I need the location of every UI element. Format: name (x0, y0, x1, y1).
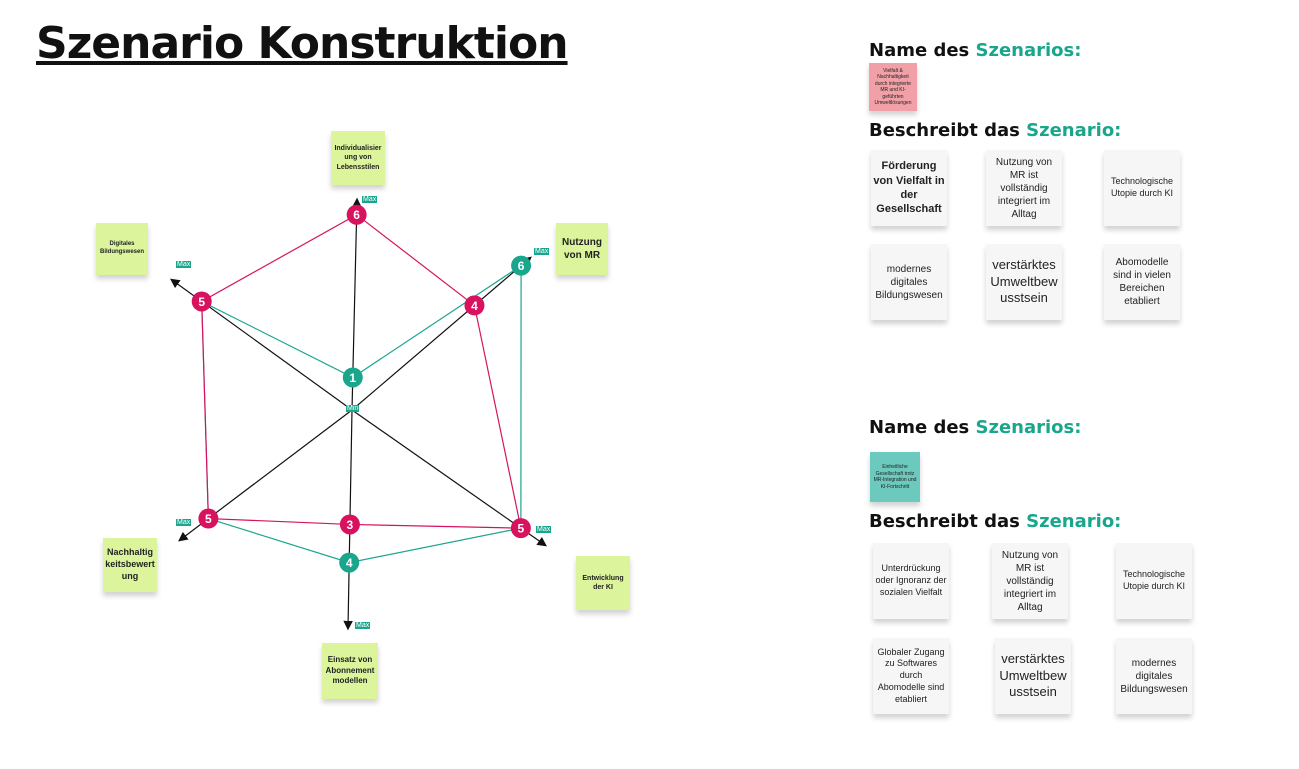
scenario1-name-note[interactable]: Vielfalt & Nachhaltigkeit durch integrie… (869, 63, 917, 111)
max-label: Max (534, 248, 550, 255)
axis-label-nutzung-mr[interactable]: Nutzung von MR (556, 223, 608, 275)
scenario1-note[interactable]: modernes digitales Bildungswesen (871, 244, 947, 320)
scenario1-note[interactable]: Abomodelle sind in vielen Bereichen etab… (1104, 244, 1180, 320)
data-point-label: 5 (198, 295, 205, 309)
radar-chart: 6 4 5 3 5 5 1 6 4 (170, 197, 547, 631)
max-label: Max (355, 622, 371, 629)
scenario2-note[interactable]: Technologische Utopie durch KI (1116, 543, 1192, 619)
data-point (339, 552, 360, 573)
data-point (339, 514, 360, 535)
scenario2-desc-heading: Beschreibt das Szenario: (869, 511, 1122, 532)
scenario2-note[interactable]: Globaler Zugang zu Softwares durch Abomo… (873, 638, 949, 714)
data-point (511, 255, 532, 276)
axis-line (351, 256, 532, 411)
data-point-label: 5 (518, 522, 525, 536)
axis-label-nachhaltigkeit[interactable]: Nachhaltigkeitsbewertung (103, 538, 157, 592)
data-point-label: 3 (347, 518, 354, 532)
data-point (191, 291, 212, 312)
max-label: Max (176, 261, 192, 268)
max-label: Max (362, 196, 378, 203)
axis-label-abonnementmodelle[interactable]: Einsatz von Abonnementmodellen (322, 643, 378, 699)
scenario2-note[interactable]: verstärktes Umweltbewusstsein (995, 638, 1071, 714)
scenario2-note[interactable]: modernes digitales Bildungswesen (1116, 638, 1192, 714)
scenario2-name-note[interactable]: Einheitliche Gesellschaft trotz MR-Integ… (870, 452, 920, 502)
data-point-label: 4 (471, 299, 478, 313)
scenario2-note[interactable]: Nutzung von MR ist vollständig integrier… (992, 543, 1068, 619)
data-point-label: 6 (353, 208, 360, 222)
data-point-label: 6 (518, 259, 525, 273)
axis-label-individualisierung[interactable]: Individualisierung von Lebensstilen (331, 131, 385, 185)
min-label: Min (346, 405, 360, 412)
scenario1-note[interactable]: Technologische Utopie durch KI (1104, 150, 1180, 226)
data-point (198, 508, 219, 529)
axis-label-entwicklung-ki[interactable]: Entwicklung der KI (576, 556, 630, 610)
scenario1-desc-heading: Beschreibt das Szenario: (869, 120, 1122, 141)
scenario1-note[interactable]: Nutzung von MR ist vollständig integrier… (986, 150, 1062, 226)
data-point-label: 4 (346, 556, 353, 570)
page-title: Szenario Konstruktion (36, 18, 569, 69)
axis-label-bildungswesen[interactable]: Digitales Bildungswesen (96, 223, 148, 275)
data-point-label: 5 (205, 512, 212, 526)
max-label: Max (176, 519, 192, 526)
max-label: Max (536, 526, 552, 533)
data-point (510, 518, 531, 539)
data-point-label: 1 (349, 371, 356, 385)
scenario2-name-heading: Name des Szenarios: (869, 417, 1082, 438)
scenario1-note[interactable]: verstärktes Umweltbewusstsein (986, 244, 1062, 320)
data-point (464, 295, 485, 316)
scenario1-note[interactable]: Förderung von Vielfalt in der Gesellscha… (871, 150, 947, 226)
scenario1-name-heading: Name des Szenarios: (869, 40, 1082, 61)
scenario2-note[interactable]: Unterdrückung oder Ignoranz der sozialen… (873, 543, 949, 619)
data-point (346, 204, 367, 225)
data-point (342, 367, 363, 388)
